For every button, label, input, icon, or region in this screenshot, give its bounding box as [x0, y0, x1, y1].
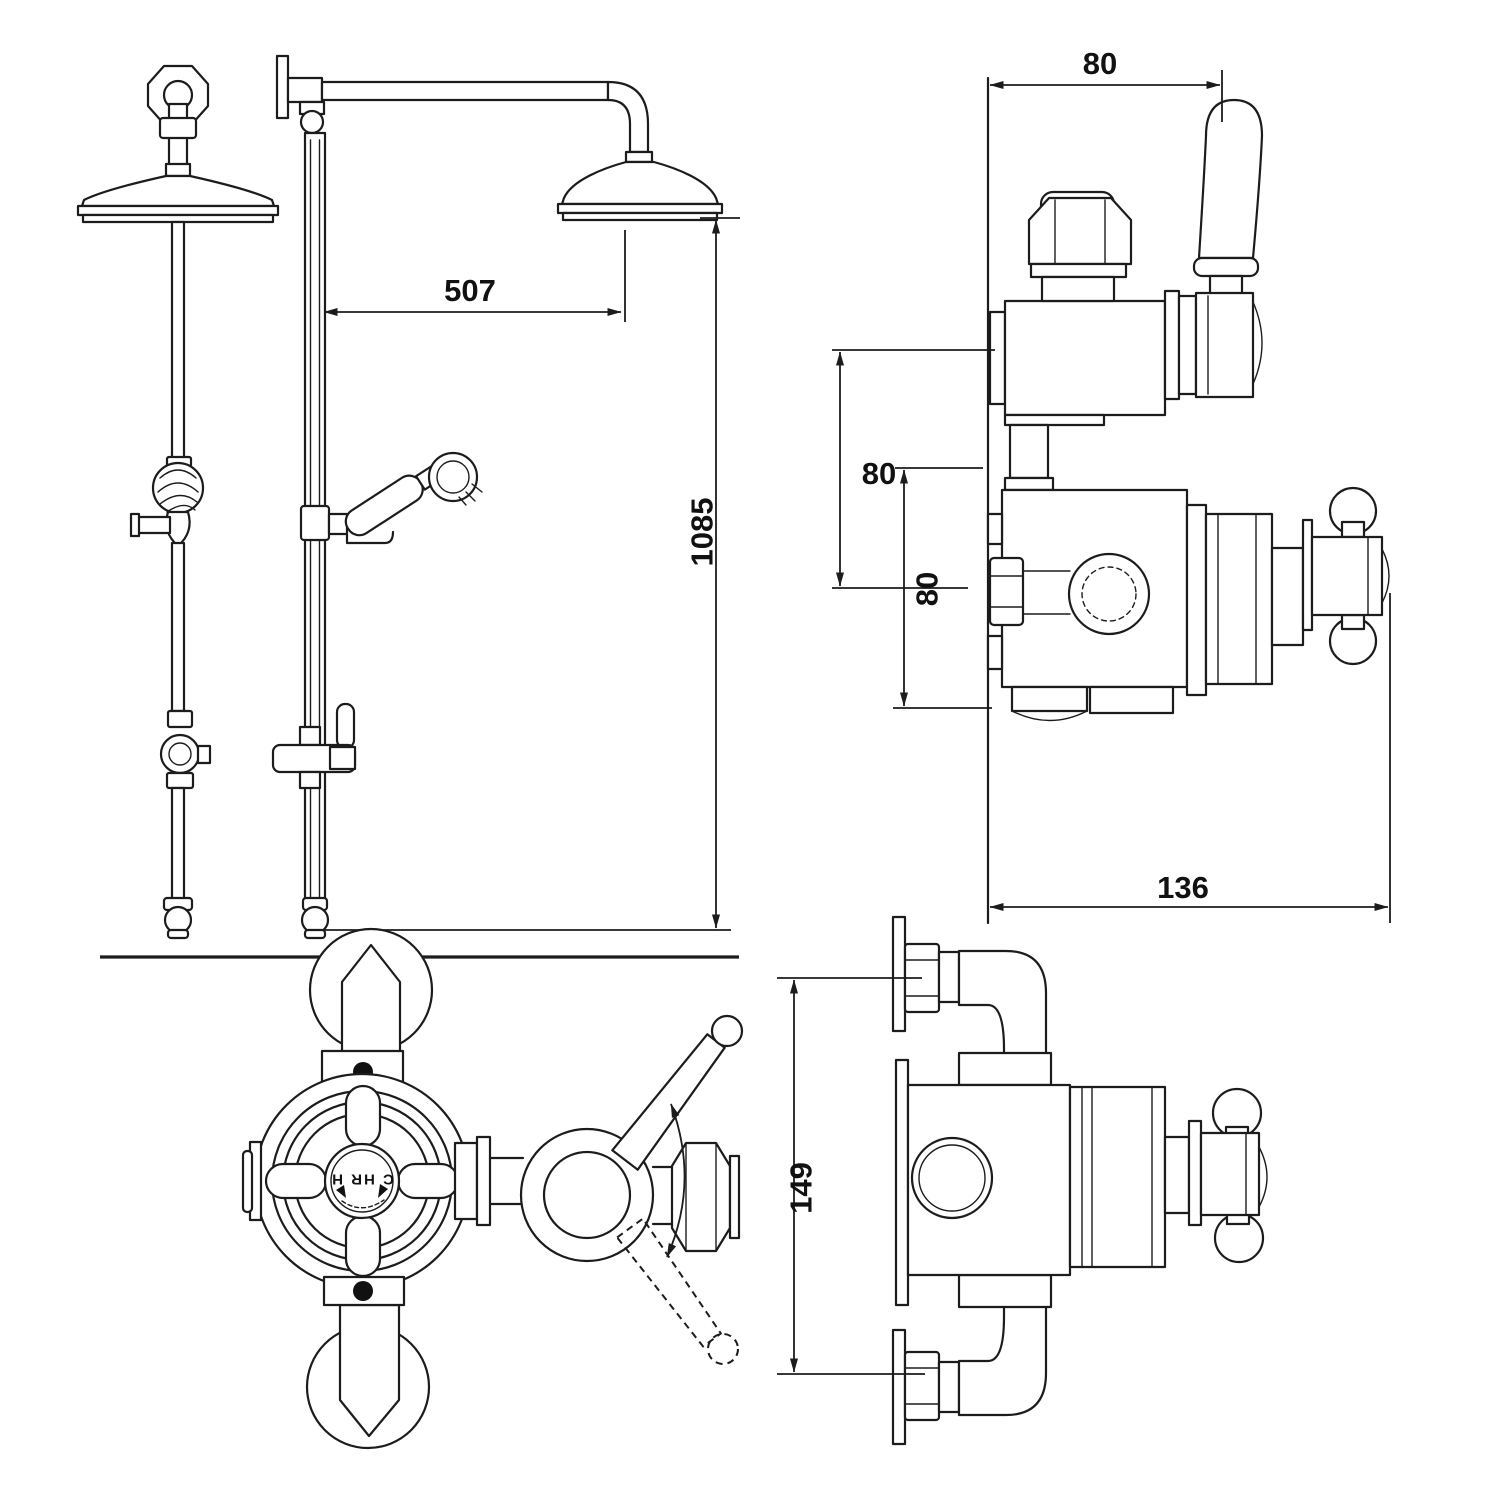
riser-side-view: [271, 54, 724, 940]
dimension-1085: 1085: [685, 217, 740, 929]
side-port: [910, 1136, 994, 1220]
cartridge-front: [1068, 1085, 1167, 1269]
temperature-dial: [323, 1142, 401, 1220]
wall-plate-top: [891, 915, 907, 1033]
inlet-nut: [988, 556, 1025, 627]
union-nut-bottom: [903, 1350, 941, 1422]
handset-head: [427, 451, 479, 503]
wall-flange: [275, 54, 290, 120]
dimension-80-lower: 80: [893, 467, 992, 709]
slider-ring: [159, 733, 201, 775]
dim-label-136: 136: [1157, 870, 1209, 905]
valve-side-elevation: [986, 76, 1390, 925]
handset-handle: [344, 474, 424, 537]
diverter-lever-alternate: [616, 1217, 722, 1348]
dim-label-507: 507: [444, 273, 496, 308]
lever-rotation-arc: [666, 1103, 686, 1258]
dim-label-80-upper: 80: [862, 456, 896, 491]
shower-head-front: [80, 174, 276, 208]
dimension-80-upper: 80: [832, 349, 995, 589]
dim-label-80-top: 80: [1083, 46, 1117, 81]
diverter-lever-handle: [1197, 98, 1264, 260]
dimension-80-top: 80: [989, 46, 1223, 122]
valve-front-elevation: [891, 915, 1268, 1446]
diverter-lever: [335, 702, 356, 750]
shower-head-side: [560, 160, 720, 206]
outlet-compression-nut: [1027, 196, 1133, 266]
dim-label-1085: 1085: [685, 498, 720, 567]
diverter-lever-plan: [611, 1033, 726, 1171]
dim-label-80-lower: 80: [910, 572, 945, 606]
cartridge-cap: [1204, 512, 1274, 686]
wall-plate-bottom: [891, 1328, 907, 1446]
fixing-hole-bottom: [353, 1281, 373, 1301]
dimension-507: 507: [323, 230, 626, 322]
dimension-149: 149: [777, 977, 925, 1375]
valve-plan-view: C HR H: [241, 927, 744, 1450]
riser-front-view: [76, 64, 280, 940]
dimension-136: 136: [989, 593, 1391, 923]
shower-arm: [320, 80, 610, 102]
outlet-nut-plan: [670, 1141, 732, 1253]
diverter-body: [1003, 299, 1167, 417]
inlet-port: [1067, 552, 1151, 636]
temperature-dial-marking: C HR H: [330, 1171, 394, 1188]
dim-label-149: 149: [784, 1162, 819, 1214]
wall-plate-middle: [894, 1058, 910, 1307]
